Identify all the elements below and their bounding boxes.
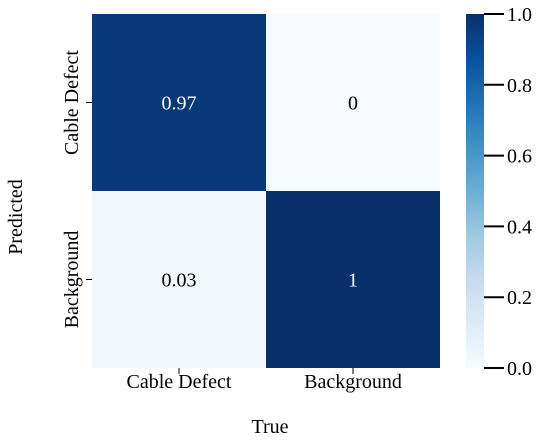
colorbar-tick-label: 0.8: [507, 75, 532, 97]
cell-value-label: 0.97: [162, 93, 197, 115]
colorbar: 0.0 0.2 0.4 0.6 0.8 1.0: [466, 4, 532, 380]
colorbar-tick-label: 0.4: [507, 216, 532, 238]
heatmap-cells: [92, 14, 440, 368]
colorbar-gradient: [466, 14, 484, 368]
heatmap-cell: [92, 14, 266, 191]
colorbar-tick-label: 1.0: [507, 4, 532, 26]
heatmap-cell: [266, 191, 440, 368]
colorbar-tick-label: 0.6: [507, 146, 532, 168]
cell-value-label: 0.03: [162, 270, 197, 292]
y-axis-label: Predicted: [5, 179, 27, 255]
cell-value-label: 1: [348, 270, 358, 292]
x-axis-ticks: Cable Defect Background: [127, 368, 402, 393]
x-tick-label: Cable Defect: [127, 371, 232, 393]
x-tick-label: Background: [304, 371, 402, 393]
y-tick-label: Cable Defect: [61, 50, 83, 155]
heatmap-cell: [92, 191, 266, 368]
colorbar-tick-label: 0.0: [507, 358, 532, 380]
cell-value-label: 0: [348, 93, 358, 115]
y-tick-label: Background: [61, 231, 83, 329]
colorbar-tick-label: 0.2: [507, 287, 532, 309]
x-axis-label: True: [251, 416, 288, 438]
heatmap-cell: [266, 14, 440, 191]
heatmap-cell-labels: 0.97 0 0.03 1: [162, 93, 359, 292]
colorbar-ticks: 0.0 0.2 0.4 0.6 0.8 1.0: [484, 4, 532, 380]
